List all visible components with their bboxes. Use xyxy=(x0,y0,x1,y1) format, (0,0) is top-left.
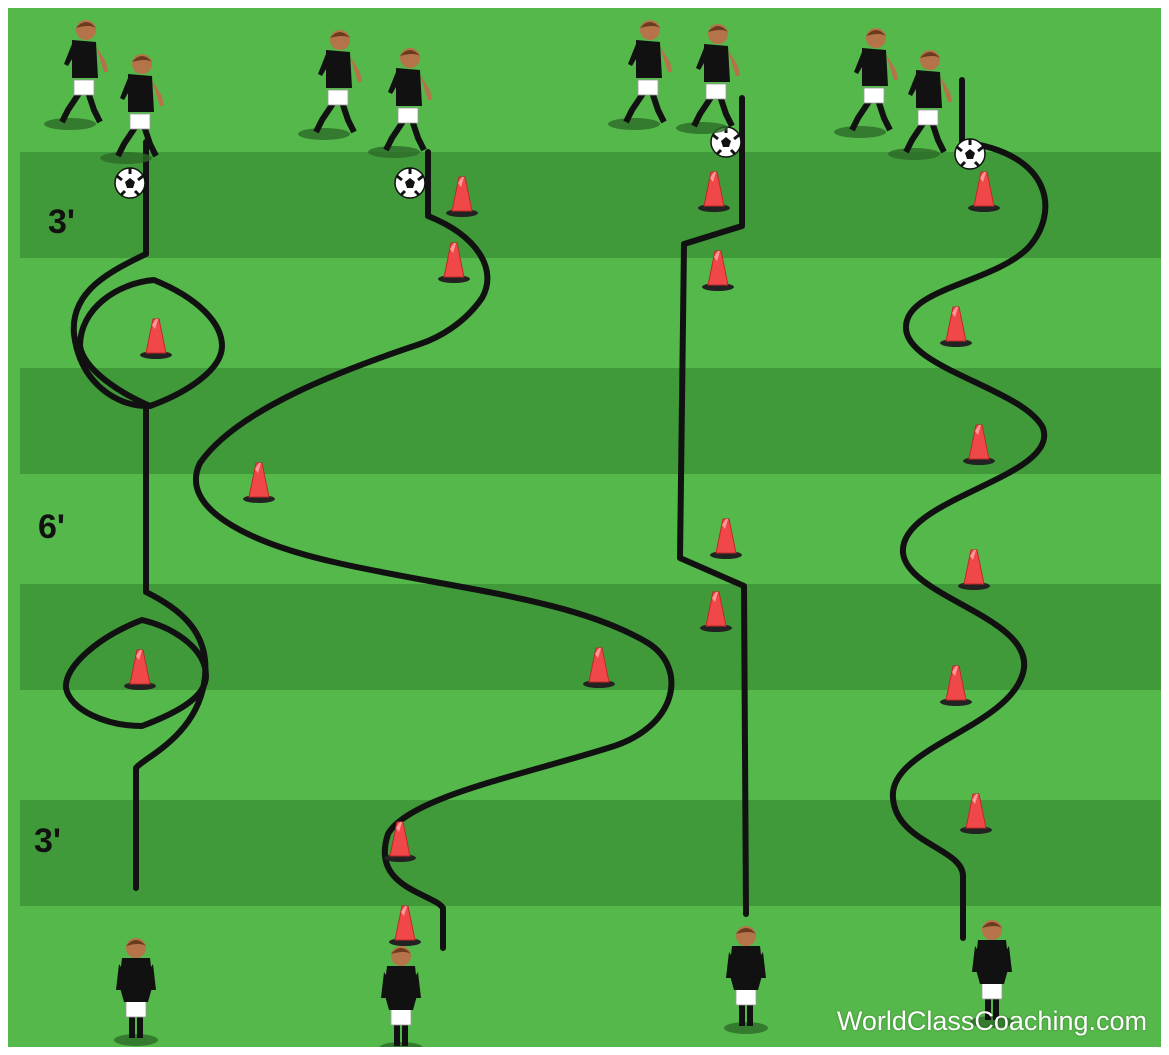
cone-marker xyxy=(940,307,972,347)
training-field: 3' 6' 3' xyxy=(8,8,1161,1047)
dribble-path-lane-1 xyxy=(74,142,206,888)
player-icon xyxy=(724,926,768,1034)
cone-marker xyxy=(700,592,732,632)
player-icon xyxy=(114,938,158,1046)
cone-marker xyxy=(438,243,470,283)
player-icon xyxy=(100,54,164,164)
ball-icon xyxy=(395,168,425,198)
cone-marker xyxy=(968,172,1000,212)
cone-marker xyxy=(958,550,990,590)
cones xyxy=(124,172,1000,946)
cone-marker xyxy=(583,648,615,688)
player-icon xyxy=(368,48,432,158)
player-icon xyxy=(888,50,952,160)
player-icon xyxy=(298,30,362,140)
player-icon xyxy=(608,20,672,130)
dribble-path-lane-2 xyxy=(196,152,671,948)
cone-marker xyxy=(243,463,275,503)
cone-marker xyxy=(389,906,421,946)
ball-icon xyxy=(115,168,145,198)
watermark-text: WorldClassCoaching.com xyxy=(837,1006,1147,1037)
cone-marker xyxy=(702,251,734,291)
cone-marker xyxy=(940,666,972,706)
dribble-path-lane-3 xyxy=(680,98,746,914)
cone-marker xyxy=(710,519,742,559)
cone-marker xyxy=(698,172,730,212)
cone-marker xyxy=(140,319,172,359)
player-icon xyxy=(834,28,898,138)
cone-marker xyxy=(446,177,478,217)
cone-marker xyxy=(963,425,995,465)
ball-icon xyxy=(955,139,985,169)
drill-diagram xyxy=(8,8,1161,1047)
players-start xyxy=(44,20,952,164)
cone-marker xyxy=(124,650,156,690)
player-icon xyxy=(379,946,423,1047)
cone-marker xyxy=(960,794,992,834)
player-icon xyxy=(44,20,108,130)
player-icon xyxy=(676,24,740,134)
